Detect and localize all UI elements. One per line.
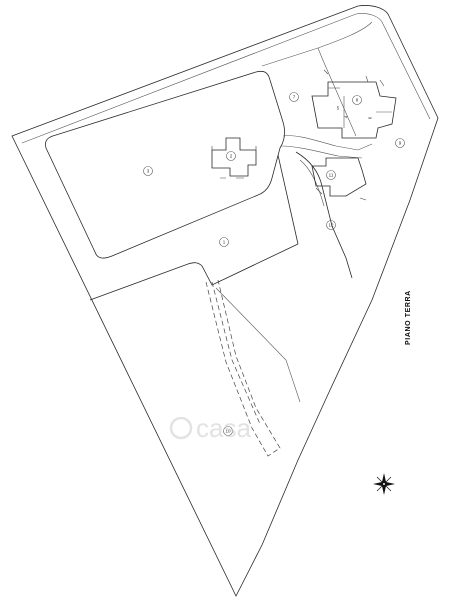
svg-text:10: 10: [225, 429, 231, 434]
parcel-label-11: 11: [326, 170, 336, 180]
driveway-curve-2: [280, 145, 363, 159]
site-boundary-inner: [21, 13, 431, 144]
dashed-path-outer: [205, 279, 281, 457]
parcel-label-2: 2: [226, 151, 236, 161]
svg-text:11: 11: [329, 173, 334, 178]
parcel-label-9: 9: [395, 138, 405, 148]
svg-text:3: 3: [147, 169, 150, 174]
svg-text:8: 8: [356, 98, 359, 103]
driveway-curve: [282, 135, 373, 151]
parcel-label-5: 5: [337, 106, 340, 111]
svg-text:6: 6: [368, 116, 373, 119]
watermark: casa: [169, 413, 251, 443]
divider-diagonal: [215, 287, 301, 403]
svg-text:2: 2: [230, 154, 233, 159]
building-11: [311, 157, 367, 201]
building-8-group: [311, 69, 397, 139]
svg-text:7: 7: [293, 95, 296, 100]
parcel-3-outline: [45, 70, 286, 259]
parcel-1-lower-edge: [89, 243, 299, 301]
parcel-label-10: 10: [223, 426, 233, 436]
building-2: [211, 137, 257, 179]
svg-text:4: 4: [344, 115, 349, 118]
parcel-label-1: 1: [219, 237, 229, 247]
parcel-1-divider: [277, 154, 299, 245]
parcel-label-3: 3: [143, 166, 153, 176]
parcel-label-7: 7: [289, 92, 299, 102]
site-boundary: [11, 5, 439, 597]
compass-rose-icon: [373, 473, 395, 495]
floor-label: PIANO TERRA: [405, 290, 412, 345]
parcel-label-6: 6: [368, 116, 373, 119]
parcel-label-12: 12: [326, 220, 336, 230]
svg-text:casa: casa: [196, 413, 251, 443]
parcel-label-4: 4: [344, 115, 349, 118]
svg-text:5: 5: [337, 106, 340, 111]
svg-text:12: 12: [328, 223, 334, 228]
svg-text:1: 1: [223, 240, 226, 245]
dashed-path-inner: [211, 281, 261, 425]
svg-text:9: 9: [399, 141, 402, 146]
enclosure-line: [317, 47, 357, 137]
parcel-label-8: 8: [352, 95, 362, 105]
right-strip-edge: [295, 151, 353, 279]
divider-1: [299, 159, 325, 207]
